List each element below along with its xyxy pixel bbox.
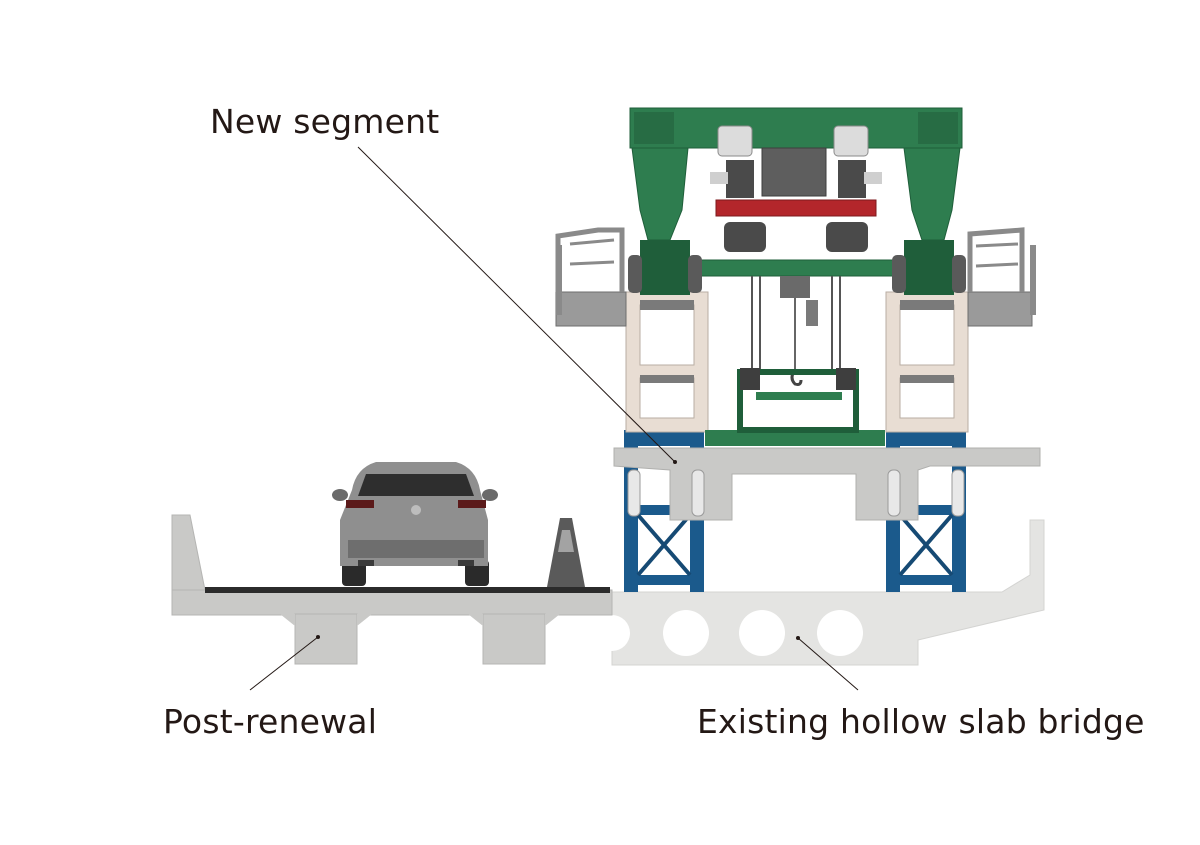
asphalt-layer (205, 587, 610, 593)
suv-icon (332, 462, 498, 586)
label-existing-bridge: Existing hollow slab bridge (697, 702, 1145, 741)
platform-right (967, 227, 1036, 327)
lifting-beam (710, 125, 882, 252)
leader-new-segment (357, 146, 676, 463)
gantry-leg-right (885, 291, 969, 517)
leader-post-renewal (249, 636, 319, 691)
delineator-cone-icon (547, 518, 585, 587)
hollow-void (739, 610, 785, 656)
new-segment (613, 447, 1041, 521)
existing-hollow-slab-bridge (594, 519, 1045, 666)
counterweight (761, 147, 827, 197)
gantry-leg-left (625, 291, 709, 517)
label-new-segment: New segment (210, 102, 440, 141)
leader-lines (249, 146, 859, 691)
leader-existing-bridge (797, 637, 859, 691)
post-renewal-deck (171, 514, 613, 665)
hollow-void (663, 610, 709, 656)
label-post-renewal: Post-renewal (163, 702, 378, 741)
chain-hoist (737, 276, 859, 433)
platform-left (555, 227, 627, 327)
hollow-void (594, 615, 630, 651)
hollow-void (817, 610, 863, 656)
